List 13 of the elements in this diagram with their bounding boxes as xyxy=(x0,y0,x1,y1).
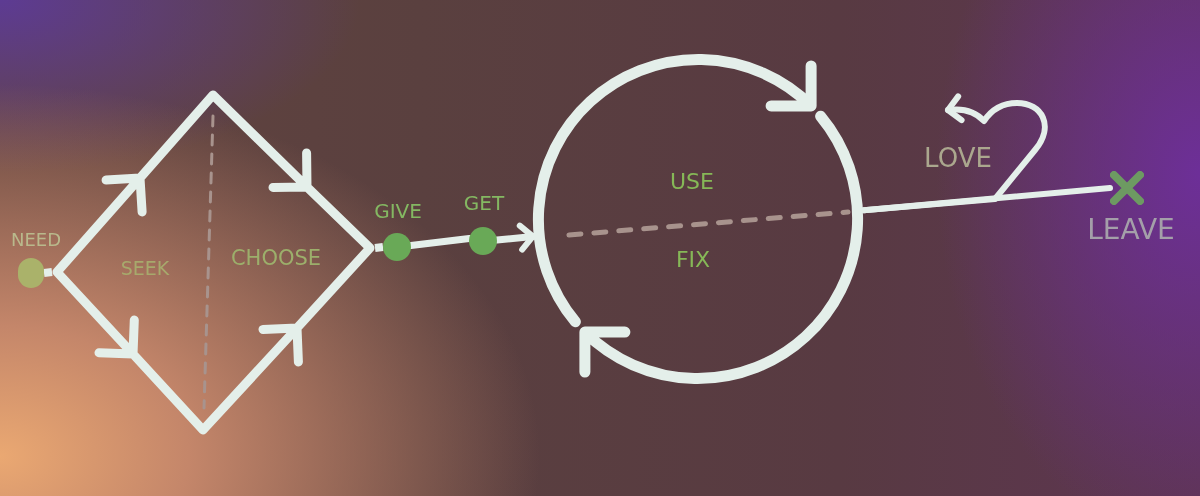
cross-icon xyxy=(1110,171,1144,205)
edge-label: LOVE xyxy=(924,145,992,171)
curved-arrow xyxy=(860,93,1048,214)
connector-line xyxy=(374,243,384,252)
connector-line xyxy=(43,268,53,277)
step-label: GET xyxy=(463,193,505,213)
step-label: GIVE xyxy=(374,201,422,221)
step-label: NEED xyxy=(10,231,62,249)
step-label: FIX xyxy=(675,249,711,271)
step-label: CHOOSE xyxy=(230,247,322,269)
step-label: LEAVE xyxy=(1087,216,1175,244)
step-label: SEEK xyxy=(120,258,170,278)
step-label: USE xyxy=(670,171,714,193)
